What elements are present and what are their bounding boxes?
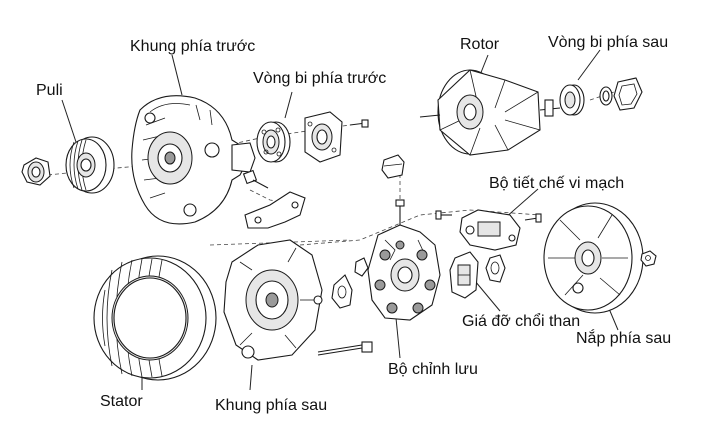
label-stator: Stator <box>100 393 143 410</box>
label-nap-phia-sau: Nắp phía sau <box>576 330 672 347</box>
front-bearing-plate <box>304 111 343 163</box>
label-khung-phia-sau: Khung phía sau <box>215 397 328 414</box>
rear-cover <box>543 202 644 314</box>
through-bolt <box>317 341 373 356</box>
brush-holder-gasket <box>485 254 506 283</box>
terminal-bolt <box>242 169 269 189</box>
rotor <box>419 69 561 156</box>
front-frame <box>131 95 256 225</box>
rear-bearing <box>559 84 585 116</box>
rear-cover-nut <box>640 250 657 267</box>
rectifier <box>367 199 441 321</box>
label-bo-tiet-che-vi-mach: Bộ tiết chế vi mạch <box>489 175 625 192</box>
rear-frame <box>223 239 323 361</box>
label-gia-do-choi-than: Giá đỡ chổi than <box>462 313 581 330</box>
label-vong-bi-phia-sau: Vòng bi phía sau <box>548 34 669 51</box>
label-bo-chinh-luu: Bộ chỉnh lưu <box>388 361 478 378</box>
rear-bearing-retainer <box>613 77 643 111</box>
rear-bearing-washer <box>599 86 613 106</box>
brush-holder <box>449 251 479 299</box>
pulley-nut <box>21 157 51 186</box>
label-khung-phia-truoc: Khung phía trước <box>130 38 256 55</box>
ic-regulator <box>459 209 521 251</box>
front-bearing <box>256 121 291 163</box>
label-puli: Puli <box>36 82 63 99</box>
plate-screw <box>349 119 369 128</box>
label-vong-bi-phia-truoc: Vòng bi phía trước <box>253 70 387 87</box>
pulley <box>65 136 115 194</box>
rectifier-insulator <box>331 274 353 309</box>
mounting-bracket <box>244 191 306 229</box>
stator <box>93 255 217 381</box>
label-rotor: Rotor <box>460 36 500 53</box>
terminal-cap <box>381 154 405 179</box>
rectifier-bushing <box>354 257 369 277</box>
regulator-screws <box>435 210 542 223</box>
